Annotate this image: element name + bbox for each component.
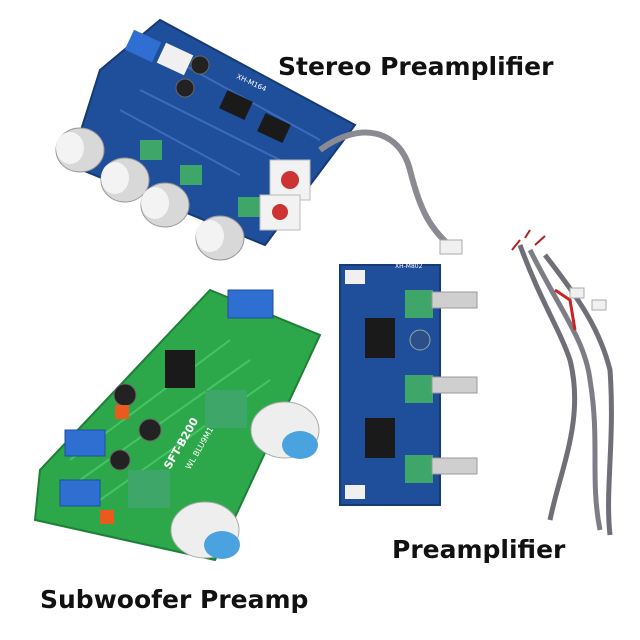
knob — [195, 215, 245, 261]
preamp-label: Preamplifier — [392, 535, 566, 564]
stereo-preamp-label: Stereo Preamplifier — [278, 52, 554, 81]
subwoofer-board: SFT-B200 WL BLU9M1 — [33, 288, 322, 562]
stereo-preamp-board: XH-M164 — [55, 18, 463, 261]
knob — [140, 182, 190, 228]
knob — [55, 127, 105, 173]
knob — [100, 157, 150, 203]
subwoofer-label: Subwoofer Preamp — [40, 585, 309, 614]
preamp-board: XH-M802 — [339, 263, 478, 506]
knob — [170, 501, 240, 559]
cable-bundle — [511, 229, 614, 536]
knob — [250, 401, 320, 459]
board-marking: XH-M802 — [395, 263, 423, 270]
ic-chip — [165, 350, 195, 388]
ic-chip — [257, 113, 291, 143]
ic-chip — [219, 90, 253, 120]
